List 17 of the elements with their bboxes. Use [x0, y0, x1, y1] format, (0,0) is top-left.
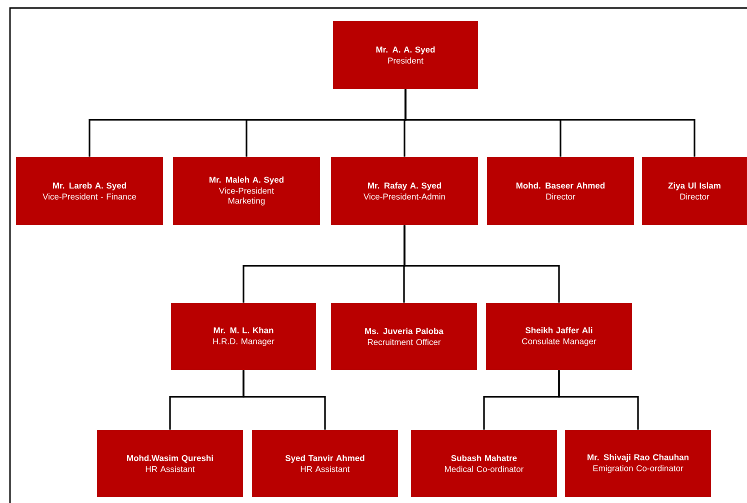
person-box: Mr. Shivaji Rao Chauhan Emigration Co-ordinator: [565, 430, 711, 497]
person-box: Mr. A. A. Syed President: [333, 21, 478, 89]
connector-line: [404, 89, 696, 157]
person-box: Mohd. Baseer Ahmed Director: [487, 157, 634, 225]
person-box: Subash Mahatre Medical Co-ordinator: [411, 430, 557, 497]
person-box: Sheikh Jaffer Ali Consulate Manager: [486, 302, 632, 370]
person-box: Mr. M. L. Khan H.R.D. Manager: [171, 302, 316, 370]
person-box: Ziya Ul Islam Director: [642, 157, 747, 225]
person-box: Mr. Lareb A. Syed Vice-President - Finance: [16, 157, 163, 225]
person-box: Mr. Maleh A. Syed Vice-President Marketing: [173, 157, 320, 225]
connector-line: [404, 225, 560, 303]
person-box: Mohd.Wasim Qureshi HR Assistant: [97, 430, 243, 497]
person-box: Mr. Rafay A. Syed Vice-President-Admin: [331, 157, 478, 225]
connector-line: [242, 370, 326, 430]
person-box: Ms. Juveria Paloba Recruitment Officer: [331, 302, 477, 370]
person-box: Syed Tanvir Ahmed HR Assistant: [252, 430, 398, 497]
connector-line: [558, 370, 639, 430]
